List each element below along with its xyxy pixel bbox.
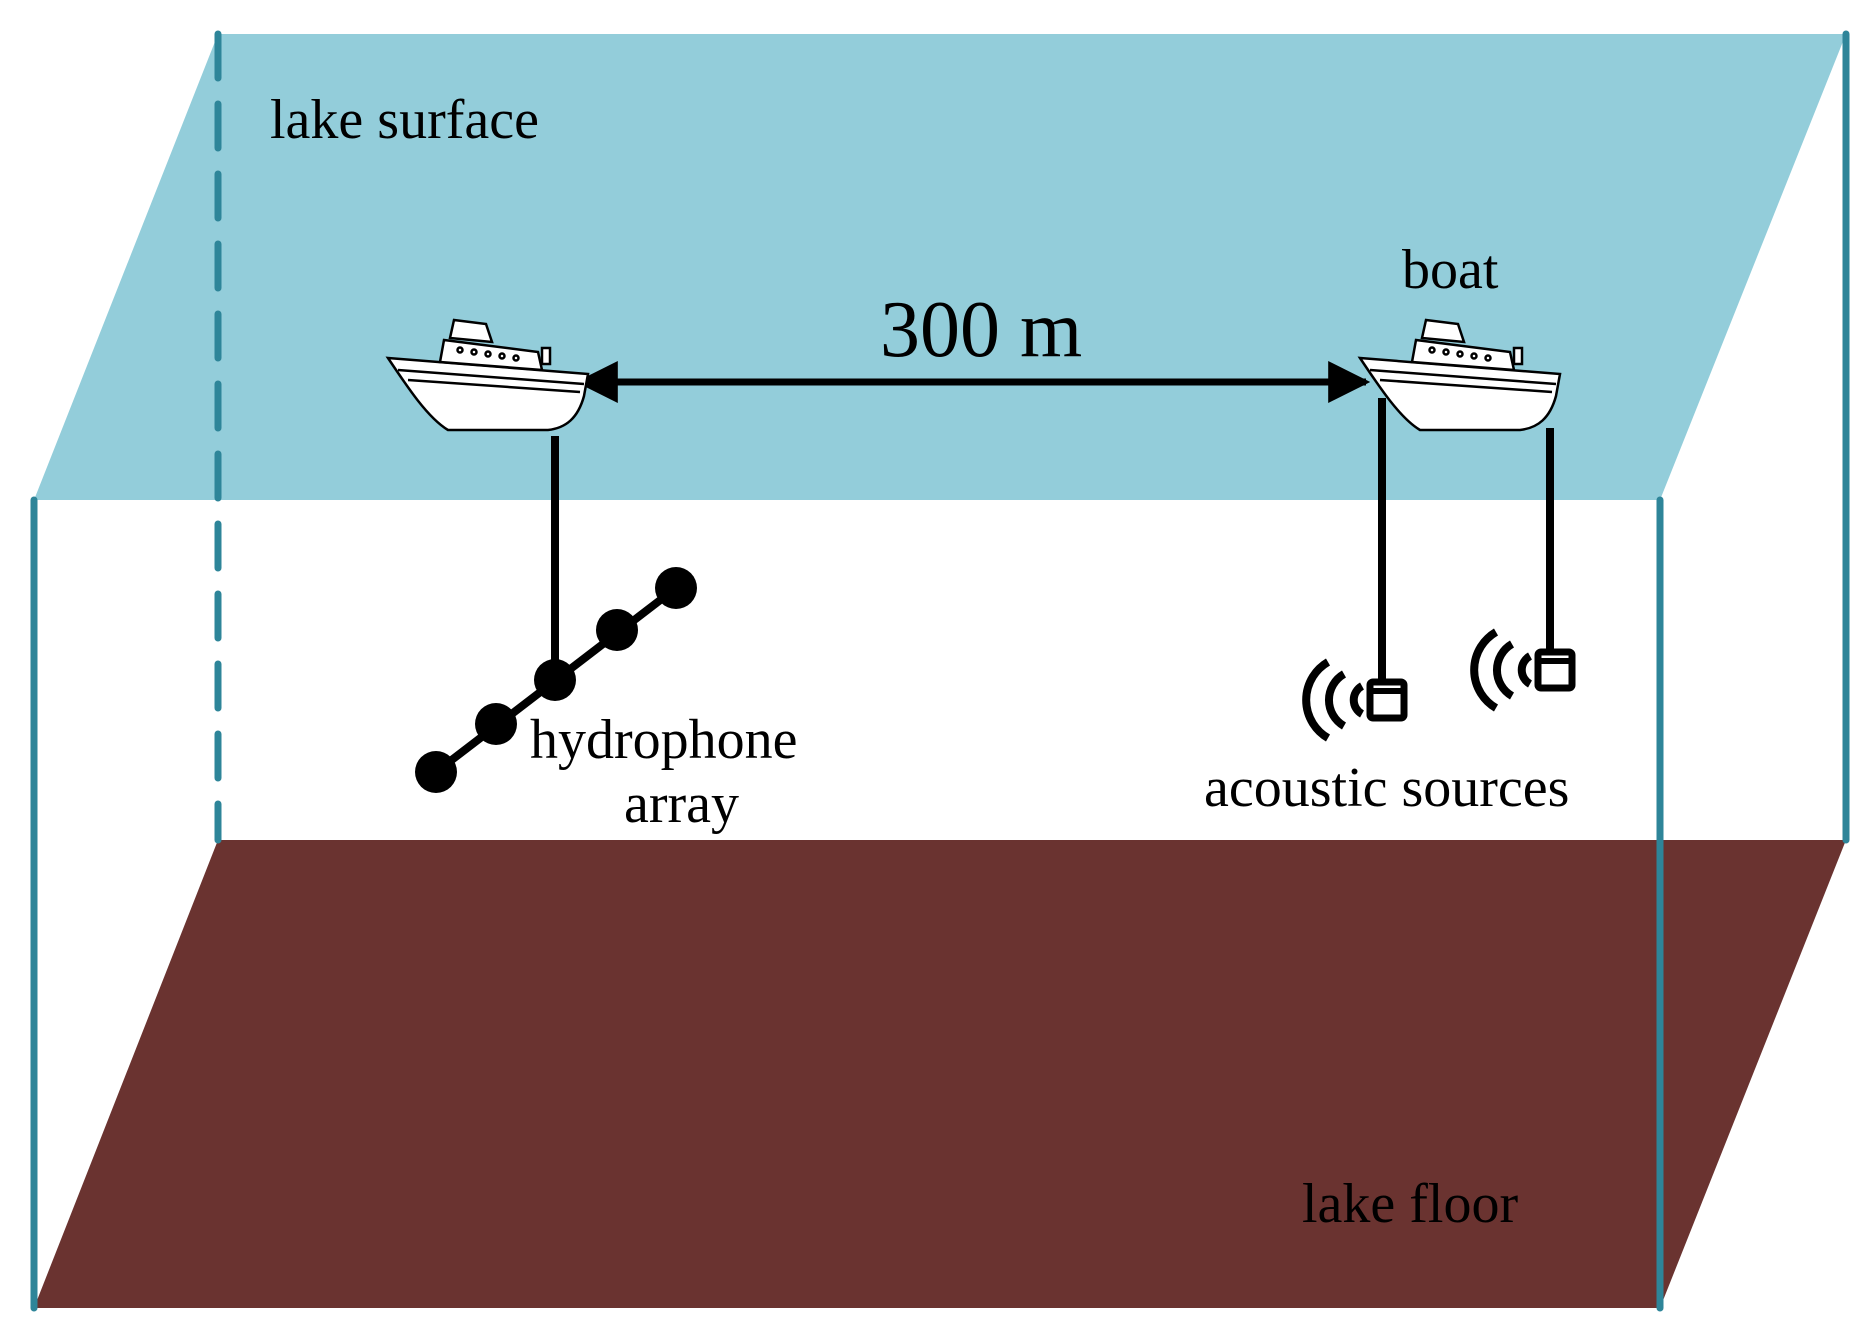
acoustic-source-icon <box>1470 628 1576 712</box>
distance-label: 300 m <box>880 286 1082 374</box>
boat-icon <box>1357 318 1562 432</box>
acoustic-sources-label: acoustic sources <box>1204 757 1569 819</box>
lake-floor-plane <box>34 840 1846 1308</box>
lake-floor-label: lake floor <box>1302 1173 1518 1235</box>
acoustic-source-icon <box>1302 658 1408 742</box>
source-tethers <box>1378 398 1554 682</box>
boat-label: boat <box>1402 239 1499 301</box>
lake-surface-label: lake surface <box>270 89 539 151</box>
boat-icon <box>385 318 590 432</box>
hydrophone-label: hydrophone <box>530 709 798 771</box>
box-frame <box>30 30 1850 1312</box>
array-label: array <box>624 773 739 835</box>
hydrophone-array-icon <box>415 436 697 793</box>
